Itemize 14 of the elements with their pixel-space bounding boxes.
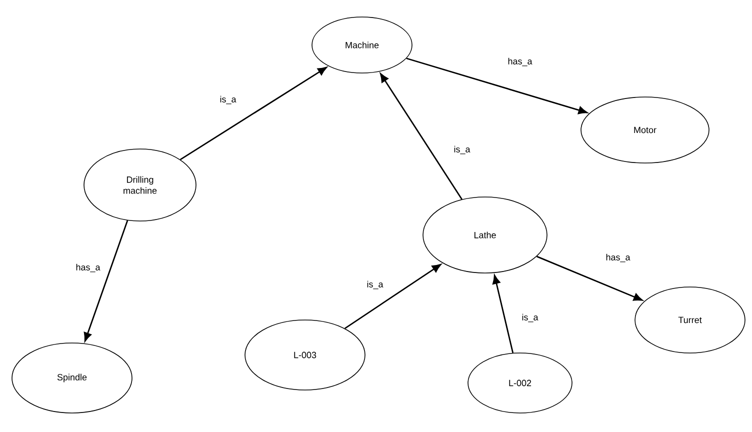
arrow <box>406 58 588 114</box>
edge-label: is_a <box>454 146 470 154</box>
arrow <box>84 220 128 342</box>
edge-label: is_a <box>522 314 538 322</box>
arrow <box>536 256 643 301</box>
edge-label: has_a <box>76 264 100 272</box>
edge-label: is_a <box>220 96 236 104</box>
arrow <box>344 264 442 329</box>
arrow <box>492 274 514 354</box>
edge-label: has_a <box>606 254 630 262</box>
arrow <box>180 66 327 160</box>
arrow <box>380 73 462 200</box>
edge-label: has_a <box>508 58 532 66</box>
edge-label: is_a <box>367 280 384 290</box>
